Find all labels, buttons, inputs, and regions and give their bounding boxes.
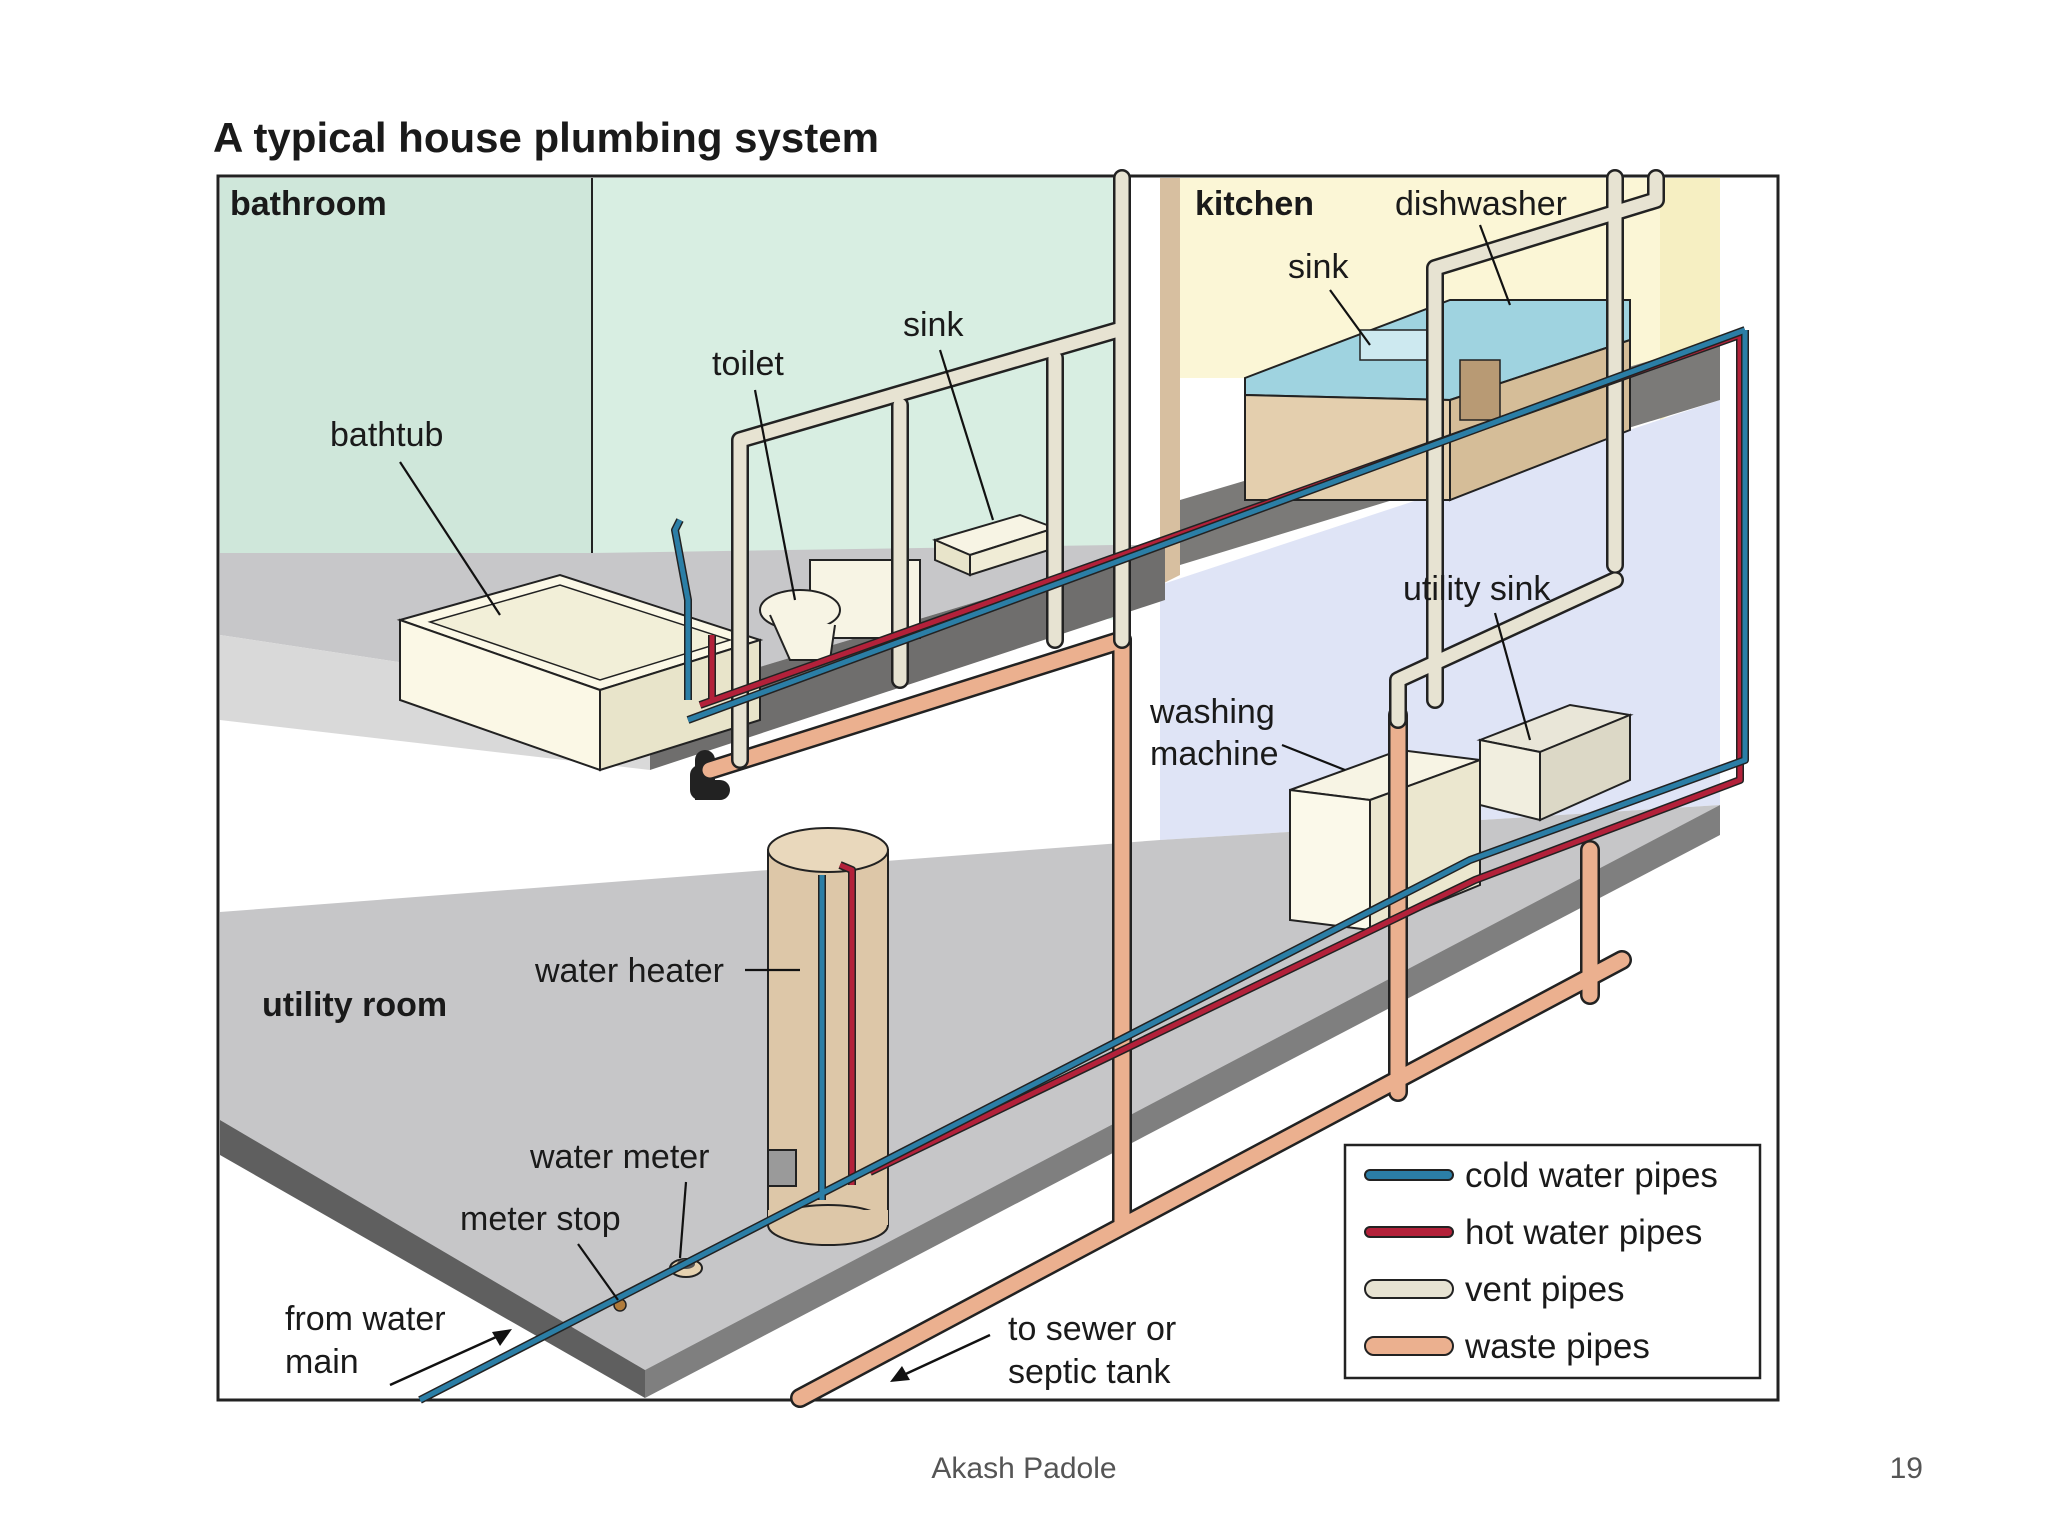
label-water-heater: water heater	[534, 952, 724, 990]
legend-label: waste pipes	[1464, 1327, 1650, 1366]
label-bathtub: bathtub	[330, 416, 443, 454]
label-toilet: toilet	[712, 345, 784, 383]
legend-swatch	[1364, 1169, 1454, 1181]
legend-label: vent pipes	[1465, 1270, 1625, 1309]
label-washing-machine-line2: machine	[1150, 735, 1279, 773]
room-label-utility-room: utility room	[262, 986, 447, 1024]
legend-swatch	[1364, 1279, 1454, 1299]
label-sewer-line2: septic tank	[1008, 1353, 1172, 1391]
legend-swatch	[1364, 1336, 1454, 1356]
arrow-from-main	[389, 1329, 512, 1387]
diagram-title: A typical house plumbing system	[213, 114, 879, 161]
label-washing-machine-line1: washing	[1149, 693, 1275, 731]
label-from-water-main-line1: from water	[285, 1300, 446, 1338]
legend-item: cold water pipes	[1364, 1156, 1718, 1195]
label-bath-sink: sink	[903, 306, 964, 344]
label-utility-sink: utility sink	[1403, 570, 1551, 608]
water-heater-fixture	[767, 827, 889, 1246]
label-sewer-line1: to sewer or	[1008, 1310, 1176, 1348]
footer-author: Akash Padole	[931, 1452, 1116, 1485]
arrow-to-sewer	[890, 1333, 991, 1382]
kitchen-left-wall	[1160, 178, 1180, 585]
legend-item: waste pipes	[1364, 1327, 1650, 1366]
label-meter-stop: meter stop	[460, 1200, 621, 1238]
bathtub-fixture	[396, 573, 764, 772]
label-kitchen-sink: sink	[1288, 248, 1349, 286]
legend-item: vent pipes	[1364, 1270, 1625, 1309]
bathroom-back-wall	[220, 178, 592, 553]
room-label-kitchen: kitchen	[1195, 185, 1314, 223]
label-water-meter: water meter	[529, 1138, 710, 1176]
kitchen-counter	[1244, 299, 1631, 502]
bathroom-sink-fixture	[932, 513, 1059, 577]
label-dishwasher: dishwasher	[1395, 185, 1567, 223]
cold-water-pipes	[418, 326, 1749, 1404]
legend-label: cold water pipes	[1465, 1156, 1718, 1195]
legend-swatch	[1364, 1226, 1454, 1238]
waste-pipes	[690, 630, 1632, 1408]
legend-label: hot water pipes	[1465, 1213, 1702, 1252]
footer-page-number: 19	[1890, 1452, 1923, 1485]
legend-item: hot water pipes	[1364, 1213, 1702, 1252]
room-label-bathroom: bathroom	[230, 185, 387, 223]
legend: cold water pipes hot water pipes vent pipe…	[1343, 1143, 1762, 1380]
utility-sink-fixture	[1476, 703, 1634, 822]
label-from-water-main-line2: main	[285, 1343, 359, 1381]
